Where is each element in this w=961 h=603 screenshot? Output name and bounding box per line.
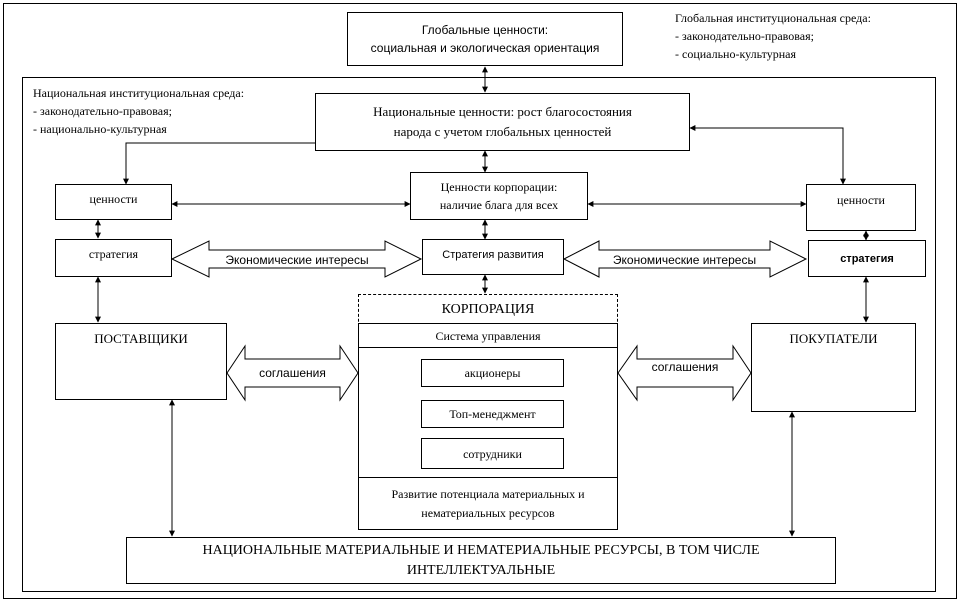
national-values-line1: Национальные ценности: рост благосостоян… — [373, 104, 632, 119]
agreements-right-label: соглашения — [651, 360, 719, 374]
suppliers-box: ПОСТАВЩИКИ — [55, 323, 227, 400]
econ-interests-left-arrow — [170, 240, 423, 278]
right-strategy-box: стратегия — [808, 240, 926, 277]
outer-frame — [3, 3, 957, 599]
buyers-box: ПОКУПАТЕЛИ — [751, 323, 916, 412]
national-env-item2: - национально-культурная — [33, 122, 167, 136]
right-values-box: ценности — [806, 184, 916, 231]
global-values-box: Глобальные ценности: социальная и эколог… — [347, 12, 623, 66]
resource-development-box: Развитие потенциала материальных и немат… — [358, 477, 618, 530]
econ-interests-left-label: Экономические интересы — [225, 253, 369, 267]
national-env-item1: - законодательно-правовая; — [33, 104, 172, 118]
management-system-box: Система управления — [358, 323, 618, 348]
left-values-box: ценности — [55, 184, 172, 220]
national-resources-line2: ИНТЕЛЛЕКТУАЛЬНЫЕ — [406, 562, 556, 578]
corporation-title: КОРПОРАЦИЯ — [441, 302, 535, 317]
national-resources-box: НАЦИОНАЛЬНЫЕ МАТЕРИАЛЬНЫЕ И НЕМАТЕРИАЛЬН… — [126, 537, 836, 584]
national-values-box: Национальные ценности: рост благосостоян… — [315, 93, 690, 151]
global-env-title: Глобальная институциональная среда: — [675, 11, 871, 25]
top-management-box: Топ-менеджмент — [421, 400, 564, 428]
link-national-left-values — [123, 142, 315, 185]
resource-development-line2: нематериальных ресурсов — [421, 505, 555, 520]
employees-box: сотрудники — [421, 438, 564, 469]
global-values-line2: социальная и экологическая ориентация — [370, 41, 600, 55]
corp-values-line1: Ценности корпорации: — [440, 180, 558, 194]
global-env-item1: - законодательно-правовая; — [675, 29, 814, 43]
global-env-item2: - социально-культурная — [675, 47, 796, 61]
left-strategy-box: стратегия — [55, 239, 172, 277]
national-env-frame — [22, 77, 936, 592]
resource-development-line1: Развитие потенциала материальных и — [391, 486, 585, 501]
econ-interests-right-arrow — [562, 240, 808, 278]
national-resources-line1: НАЦИОНАЛЬНЫЕ МАТЕРИАЛЬНЫЕ И НЕМАТЕРИАЛЬН… — [202, 542, 760, 558]
agreements-left-label: соглашения — [259, 366, 326, 380]
shareholders-box: акционеры — [421, 359, 564, 387]
corp-values-line2: наличие блага для всех — [439, 198, 559, 212]
dev-strategy-box: Стратегия развития — [422, 239, 564, 275]
corp-values-box: Ценности корпорации: наличие блага для в… — [410, 172, 588, 220]
national-env-title: Национальная институциональная среда: — [33, 86, 245, 100]
link-national-right-values — [689, 125, 846, 185]
national-values-line2: народа с учетом глобальных ценностей — [393, 124, 612, 139]
econ-interests-right-label: Экономические интересы — [612, 253, 757, 267]
global-values-line1: Глобальные ценности: — [421, 23, 549, 37]
